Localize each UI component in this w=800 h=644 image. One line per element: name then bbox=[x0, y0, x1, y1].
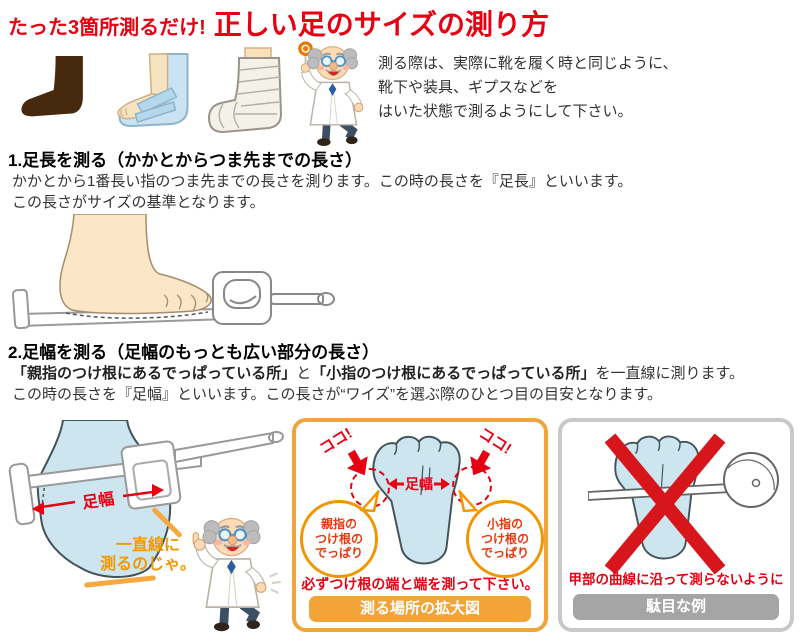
bad-panel-banner: 駄目な例 bbox=[573, 594, 779, 620]
section1-body-line: かかとから1番長い指のつま先までの長さを測ります。この時の長さを『足長』といいま… bbox=[12, 173, 633, 190]
cast-icon bbox=[207, 47, 283, 134]
arrow-left-icon bbox=[388, 478, 404, 490]
callout-line: つけ根の bbox=[314, 531, 363, 546]
callout-big-toe: 親指の つけ根の でっぱり bbox=[300, 500, 378, 578]
callout-little-toe: 小指の つけ根の でっぱり bbox=[466, 500, 544, 578]
section2-heading: 2.足幅を測る（足幅のもっとも広い部分の長さ） bbox=[8, 343, 380, 362]
callout-line: つけ根の bbox=[480, 531, 529, 546]
title-prefix: たった3箇所測るだけ! bbox=[8, 17, 206, 39]
section2-tail: を一直線に測ります。 bbox=[595, 365, 745, 382]
tape-measure-illustration bbox=[588, 433, 779, 575]
section1-body: かかとから1番長い指のつま先までの長さを測ります。この時の長さを『足長』といいま… bbox=[12, 171, 632, 213]
intro-line: 測る際は、実際に靴を履く時と同じように、 bbox=[378, 55, 678, 72]
foot-length-measure-illustration bbox=[11, 214, 335, 330]
bad-example-panel: 甲部の曲線に沿って測らないように 駄目な例 bbox=[558, 418, 794, 632]
width-arrow-icon bbox=[32, 484, 164, 515]
section2-body-line1: 「親指のつけ根にあるでっぱっている所」と「小指のつけ根にあるでっぱっている所」を… bbox=[12, 363, 744, 384]
speech-line: 測るのじゃ。 bbox=[100, 556, 196, 573]
speech-line: 一直線に bbox=[115, 537, 180, 554]
foot-width-caliper-illustration: 足幅 bbox=[8, 420, 284, 578]
zoom-panel: ココ! ココ! 足幅 親指の つけ根の でっぱり 小指の bbox=[292, 418, 548, 632]
intro-text: 測る際は、実際に靴を履く時と同じように、 靴下や装具、ギプスなどを はいた状態で… bbox=[378, 52, 678, 124]
doctor-thumbs-up-icon bbox=[192, 517, 281, 632]
section2-body-line2: この時の長さを『足幅』といいます。この長さが“ワイズ”を選ぶ際のひとつ目の目安と… bbox=[12, 386, 663, 403]
callout-line: でっぱり bbox=[480, 546, 529, 561]
section1-body-line: この長さがサイズの基準となります。 bbox=[12, 194, 265, 211]
width-label: 足幅 bbox=[81, 489, 115, 512]
callout-line: 親指の bbox=[320, 517, 357, 532]
callout-tail bbox=[458, 490, 478, 512]
doctor-speech: 一直線に 測るのじゃ。 bbox=[86, 536, 210, 574]
sock-icon bbox=[21, 55, 83, 117]
foot-topview-illustration bbox=[372, 435, 461, 565]
intro-line: はいた状態で測るようにして下さい。 bbox=[378, 103, 633, 120]
cross-icon bbox=[604, 433, 726, 575]
width-label: 足幅 bbox=[405, 476, 433, 492]
ankle-brace-icon bbox=[117, 53, 189, 128]
title-main: 正しい足のサイズの測り方 bbox=[213, 9, 549, 40]
callout-line: でっぱり bbox=[314, 546, 363, 561]
page-title: たった3箇所測るだけ! 正しい足のサイズの測り方 bbox=[8, 3, 549, 43]
section2-body: 「親指のつけ根にあるでっぱっている所」と「小指のつけ根にあるでっぱっている所」を… bbox=[12, 363, 744, 405]
section2-quote1: 「親指のつけ根にあるでっぱっている所」 bbox=[12, 365, 297, 382]
bad-panel-warning: 甲部の曲線に沿って測らないように bbox=[568, 572, 784, 587]
zoom-panel-warning: 必ずつけ根の端と端を測って下さい。 bbox=[301, 576, 539, 592]
arrow-right-icon bbox=[434, 478, 450, 490]
section1-heading: 1.足長を測る（かかとからつま先までの長さ） bbox=[8, 151, 363, 170]
zoom-panel-banner: 測る場所の拡大図 bbox=[309, 596, 531, 622]
callout-tail bbox=[360, 490, 380, 512]
section2-mid: と bbox=[296, 365, 312, 382]
width-label-row: 足幅 bbox=[388, 474, 450, 494]
doctor-icon bbox=[298, 41, 364, 146]
intro-line: 靴下や装具、ギプスなどを bbox=[378, 79, 559, 96]
callout-line: 小指の bbox=[486, 517, 523, 532]
section2-quote2: 「小指のつけ根にあるでっぱっている所」 bbox=[311, 365, 596, 382]
